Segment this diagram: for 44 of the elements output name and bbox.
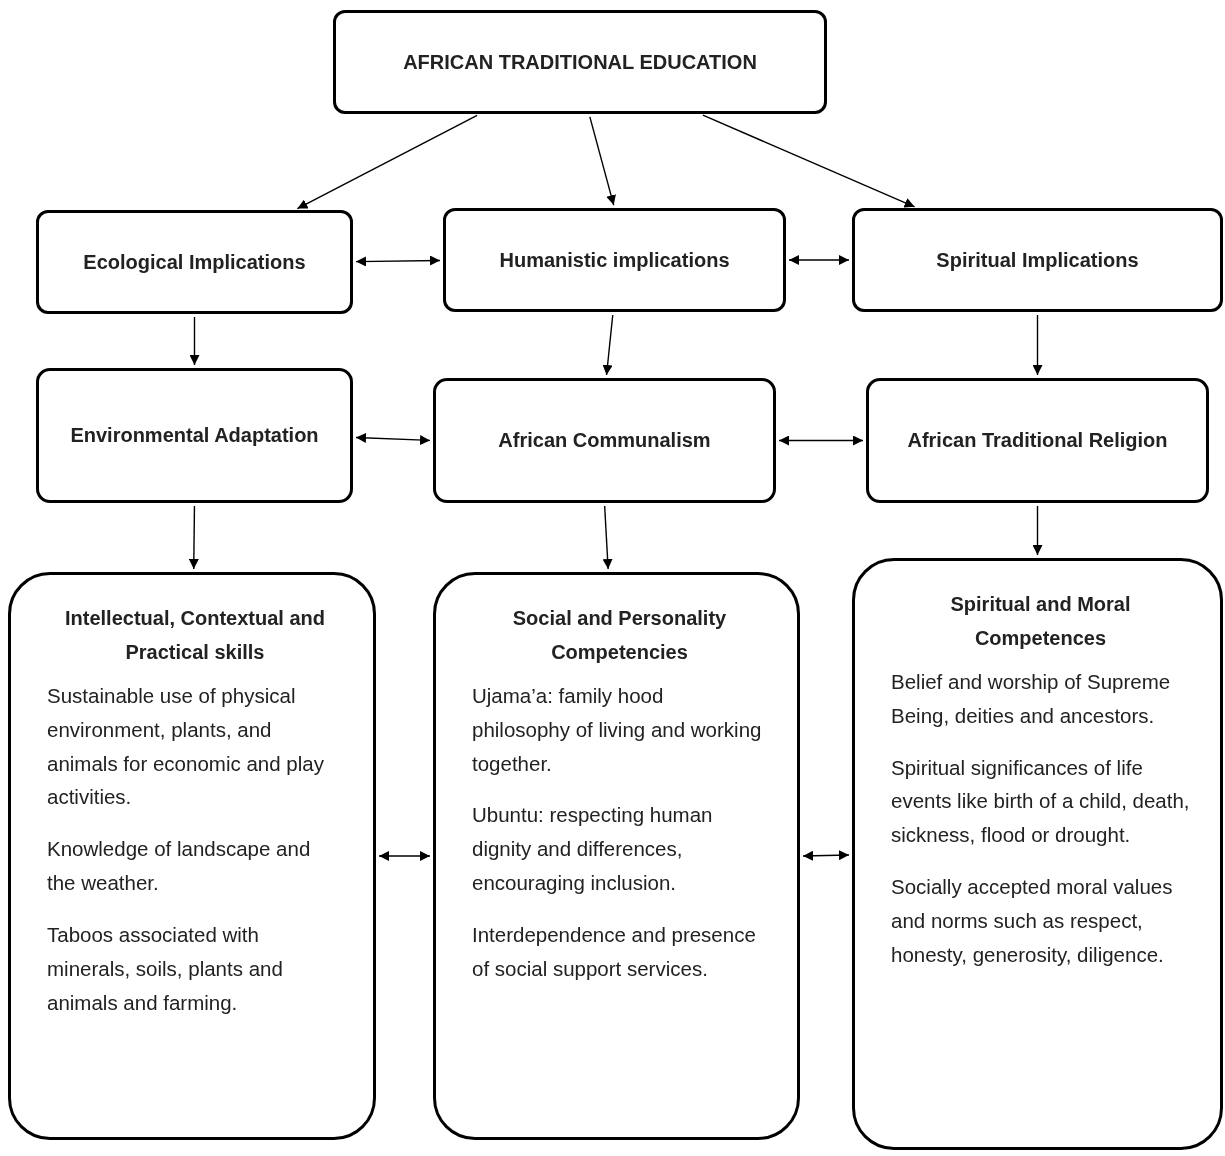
arrow [355, 432, 431, 445]
rounded-box [852, 558, 1223, 1150]
arrow [355, 255, 441, 267]
rounded-box [443, 208, 786, 312]
arrow [1032, 314, 1043, 376]
arrow [788, 255, 850, 265]
box-text: Socially accepted moral values and norms such as respect, honesty, generosity, diligence. [891, 874, 1174, 968]
box-heading: African Traditional Religion [907, 428, 1168, 453]
arrow [778, 435, 864, 446]
box-text: Ubuntu: respecting human dignity and differences, encouraging inclusion. [472, 802, 714, 897]
arrow [602, 314, 614, 376]
arrow [378, 851, 431, 861]
arrow [602, 505, 613, 570]
box-heading: Spiritual and Moral Competences [949, 592, 1132, 651]
rounded-box [852, 208, 1223, 312]
box-text: Belief and worship of Supreme Being, deities and ancestors. [891, 669, 1172, 729]
box-heading: AFRICAN TRADITIONAL EDUCATION [403, 49, 757, 75]
arrow [189, 316, 200, 366]
box-heading: Ecological Implications [83, 249, 306, 275]
arrow [188, 505, 199, 570]
box-heading: Environmental Adaptation [70, 423, 319, 448]
box-heading: Spiritual Implications [936, 247, 1139, 273]
box-heading: Social and Personality Competencies [511, 606, 728, 665]
arrow [702, 114, 916, 208]
rounded-box [866, 378, 1209, 503]
rounded-box [8, 572, 376, 1140]
arrow [296, 114, 478, 210]
box-text: Interdependence and presence of social support services. [472, 921, 757, 982]
arrow [589, 116, 616, 206]
rounded-box [333, 10, 827, 114]
box-text: Knowledge of landscape and the weather. [47, 836, 312, 897]
box-text: Taboos associated with minerals, soils, plants and animals and farming. [47, 921, 284, 1016]
box-text: Spiritual significances of life events like birth of a child, death, sickness, flood or drought. [891, 754, 1190, 849]
rounded-box [433, 572, 800, 1140]
box-text: Ujama’a: family hood philosophy of living and working together. [472, 683, 763, 777]
box-text: Sustainable use of physical environment, plants, and animals for economic and play activities. [47, 683, 325, 811]
rounded-box [36, 210, 353, 314]
arrow [802, 850, 850, 861]
rounded-box [433, 378, 776, 503]
arrow [1032, 505, 1043, 556]
box-heading: African Communalism [498, 428, 711, 453]
box-heading: Intellectual, Contextual and Practical skills [63, 606, 326, 665]
box-heading: Humanistic implications [499, 247, 730, 273]
rounded-box [36, 368, 353, 503]
